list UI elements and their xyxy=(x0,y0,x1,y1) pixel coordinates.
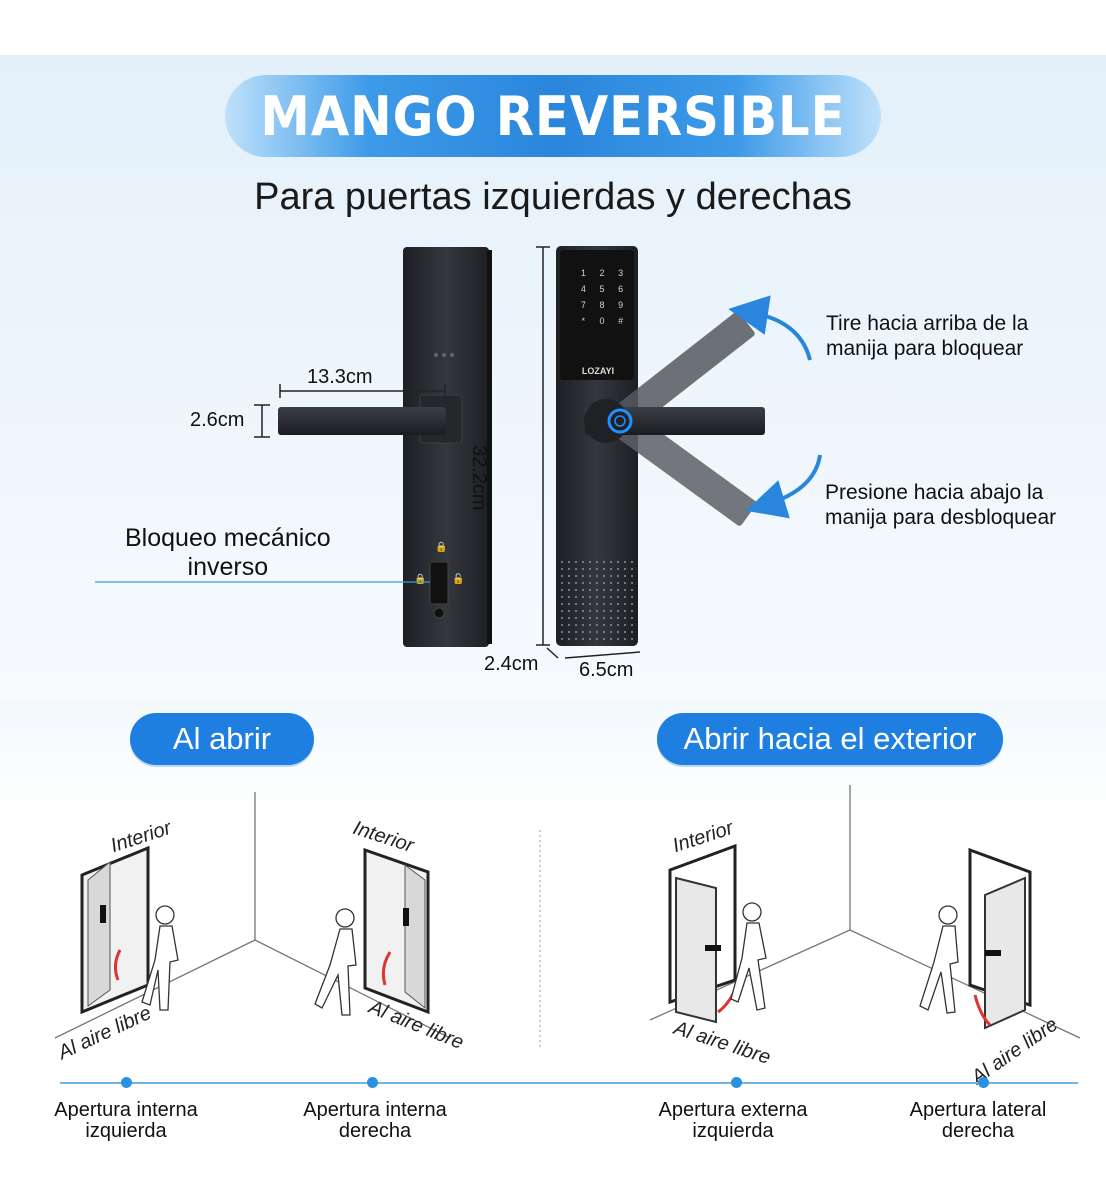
svg-text:🔒: 🔒 xyxy=(414,573,426,585)
page-title: MANGO REVERSIBLE xyxy=(260,84,846,148)
door-scene-2 xyxy=(363,847,430,1015)
inward-opening-pill: Al abrir xyxy=(130,713,314,765)
door-scenes xyxy=(54,785,1081,1050)
timeline-dot-4 xyxy=(978,1077,989,1088)
person-icon xyxy=(141,902,959,1016)
press-to-unlock-callout: Presione hacia abajo la manija para desb… xyxy=(825,481,1057,529)
body-height-label: 32.2cm xyxy=(468,445,490,511)
handle-lowered xyxy=(611,409,757,526)
keypad-key: 0 xyxy=(599,316,605,326)
caption-4: Apertura lateral derecha xyxy=(909,1099,1047,1142)
keypad-key: # xyxy=(618,316,624,326)
lift-to-lock-callout: Tire hacia arriba de la manija para bloq… xyxy=(826,312,1029,360)
depth-label: 2.4cm xyxy=(484,653,539,675)
rear-handle xyxy=(278,407,446,435)
timeline-dot-3 xyxy=(731,1077,742,1088)
mechanical-lock-knob xyxy=(429,561,449,605)
fingerprint-sensor xyxy=(607,408,633,434)
lock-illustration: 🔒 🔒 🔓 LOZAYI xyxy=(95,246,822,659)
rear-lock-panel: 🔒 🔒 🔓 xyxy=(278,247,492,647)
caption-1: Apertura interna izquierda xyxy=(54,1099,198,1142)
scenes-background xyxy=(0,700,1106,1197)
keypad-key: * xyxy=(581,316,586,326)
keypad-key: 2 xyxy=(599,268,605,278)
keypad-key: 6 xyxy=(618,284,624,294)
keypad-key: 4 xyxy=(580,284,586,294)
mechanical-lock-callout: Bloqueo mecánico inverso xyxy=(125,524,331,581)
timeline xyxy=(60,1082,1078,1084)
caption-3: Apertura externa izquierda xyxy=(658,1099,808,1142)
timeline-dot-1 xyxy=(121,1077,132,1088)
svg-text:🔓: 🔓 xyxy=(452,572,464,585)
brand-logo: LOZAYI xyxy=(582,366,614,376)
door-scene-3 xyxy=(668,843,737,1024)
width-label: 6.5cm xyxy=(579,659,634,681)
keypad: 1 2 3 4 5 6 7 8 9 * 0 # xyxy=(574,268,630,326)
arrow-up-icon xyxy=(728,295,812,361)
handle-height-label: 2.6cm xyxy=(190,409,245,431)
door-scene-1 xyxy=(80,845,150,1015)
handle-length-label: 13.3cm xyxy=(307,366,373,388)
product-background xyxy=(0,55,1106,700)
keypad-key: 9 xyxy=(618,300,624,310)
arrow-down-icon xyxy=(745,454,822,519)
page-subtitle: Para puertas izquierdas y derechas xyxy=(254,176,852,218)
handle-raised xyxy=(612,311,755,432)
door-scene-4 xyxy=(968,847,1032,1030)
keypad-key: 5 xyxy=(599,284,605,294)
svg-text:🔒: 🔒 xyxy=(435,541,447,553)
title-banner: MANGO REVERSIBLE xyxy=(225,75,881,157)
outward-opening-pill: Abrir hacia el exterior xyxy=(657,713,1003,765)
keypad-key: 1 xyxy=(580,268,586,278)
front-lock-panel xyxy=(556,246,638,646)
caption-2: Apertura interna derecha xyxy=(303,1099,447,1142)
keypad-key: 3 xyxy=(618,268,624,278)
timeline-dot-2 xyxy=(367,1077,378,1088)
keypad-key: 8 xyxy=(599,300,605,310)
keypad-key: 7 xyxy=(580,300,586,310)
